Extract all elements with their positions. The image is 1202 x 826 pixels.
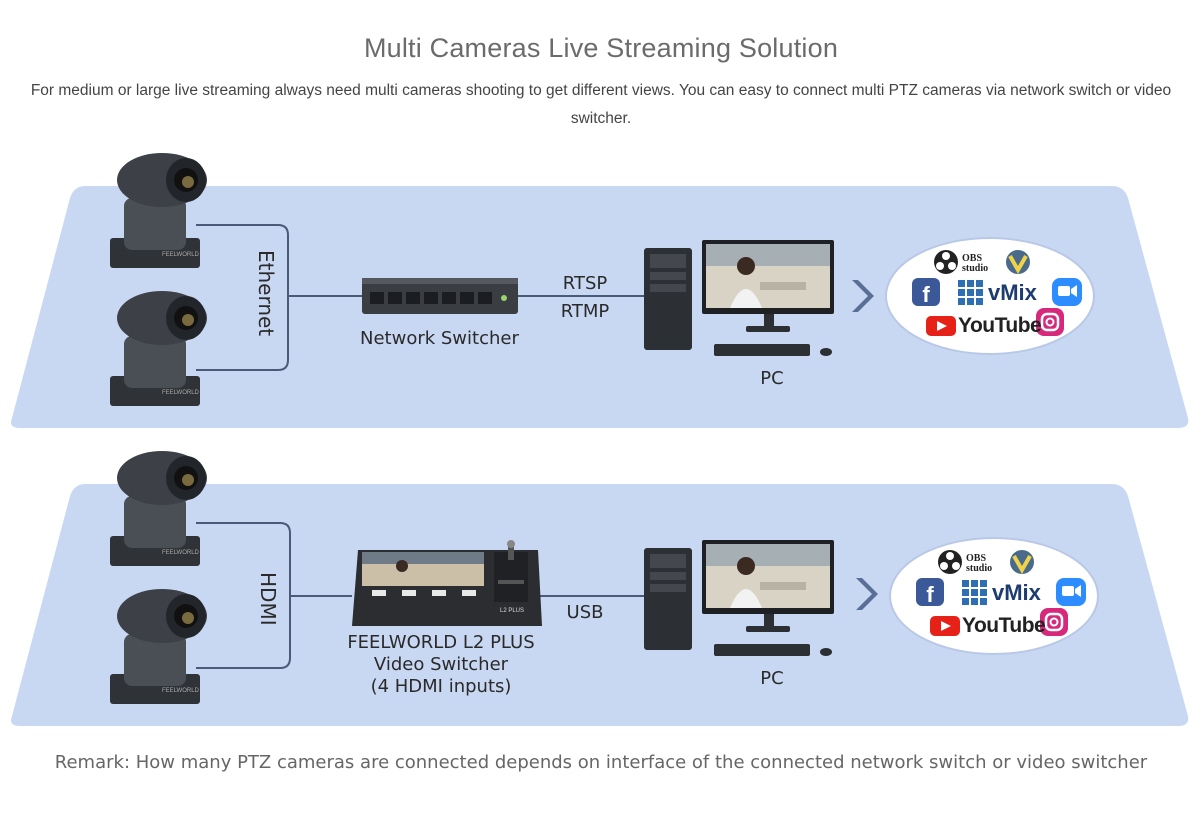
youtube-icon bbox=[930, 616, 960, 636]
instagram-icon bbox=[1040, 608, 1068, 636]
ptz-camera-icon: FEELWORLD bbox=[110, 153, 207, 268]
video-switcher-icon bbox=[352, 540, 542, 626]
pc-tower-icon bbox=[644, 248, 692, 350]
hdmi-label: HDMI bbox=[256, 572, 280, 626]
vmix-icon bbox=[962, 580, 987, 605]
ethernet-label: Ethernet bbox=[254, 250, 278, 337]
arrow-right-icon bbox=[856, 578, 878, 610]
video-switcher-label-line2: Video Switcher bbox=[373, 654, 509, 675]
svg-text:FEELWORLD: FEELWORLD bbox=[162, 688, 200, 694]
video-switcher-label-line1: FEELWORLD L2 PLUS bbox=[347, 632, 535, 653]
obs-text: OBS studio bbox=[966, 554, 992, 574]
monitor-icon bbox=[702, 240, 834, 356]
page-subtitle: For medium or large live streaming alway… bbox=[30, 82, 1172, 127]
wirecast-icon bbox=[1006, 250, 1030, 275]
rtsp-label: RTSP bbox=[562, 273, 608, 294]
pc-label: PC bbox=[760, 368, 784, 389]
svg-text:f: f bbox=[926, 582, 934, 607]
vmix-text: vMix bbox=[988, 280, 1037, 305]
obs-text: OBS studio bbox=[962, 254, 988, 274]
instagram-icon bbox=[1036, 308, 1064, 336]
zoom-icon bbox=[1052, 278, 1082, 306]
ethernet-diagram-graphics: FEELWORLD FEELWORLD bbox=[11, 153, 1189, 428]
obs-text-line1: OBS bbox=[962, 253, 983, 264]
svg-text:f: f bbox=[922, 282, 930, 307]
svg-text:FEELWORLD: FEELWORLD bbox=[162, 390, 200, 396]
monitor-icon bbox=[702, 540, 834, 656]
obs-icon bbox=[934, 250, 958, 274]
network-switch-label: Network Switcher bbox=[360, 328, 519, 349]
rtmp-label: RTMP bbox=[560, 301, 610, 322]
svg-text:FEELWORLD: FEELWORLD bbox=[162, 252, 200, 258]
footer-remark: Remark: How many PTZ cameras are connect… bbox=[54, 752, 1148, 773]
obs-text-line1: OBS bbox=[966, 553, 987, 564]
obs-text-line2: studio bbox=[962, 263, 989, 274]
ptz-camera-icon: FEELWORLD bbox=[110, 589, 207, 704]
ptz-camera-icon: FEELWORLD bbox=[110, 291, 207, 406]
obs-icon bbox=[938, 550, 962, 574]
facebook-icon: f bbox=[912, 278, 940, 307]
hdmi-diagram-graphics: FEELWORLD FEELWORLD L2 PLUS bbox=[11, 451, 1189, 726]
wirecast-icon bbox=[1010, 550, 1034, 575]
video-switcher-label-line3: (4 HDMI inputs) bbox=[370, 676, 512, 697]
pc-label: PC bbox=[760, 668, 784, 689]
page-title: Multi Cameras Live Streaming Solution bbox=[363, 33, 839, 63]
video-switcher-label: FEELWORLD L2 PLUS Video Switcher (4 HDMI… bbox=[330, 632, 552, 698]
arrow-right-icon bbox=[852, 280, 874, 312]
usb-label: USB bbox=[566, 602, 604, 623]
ethernet-diagram-panel: FEELWORLD FEELWORLD bbox=[0, 150, 1202, 428]
youtube-text: YouTube bbox=[962, 614, 1046, 637]
hdmi-diagram-panel: FEELWORLD FEELWORLD L2 PLUS bbox=[0, 448, 1202, 726]
vmix-text: vMix bbox=[992, 580, 1041, 605]
facebook-icon: f bbox=[916, 578, 944, 607]
youtube-icon bbox=[926, 316, 956, 336]
device-marking: L2 PLUS bbox=[500, 608, 524, 614]
youtube-text: YouTube bbox=[958, 314, 1042, 337]
ptz-camera-icon: FEELWORLD bbox=[110, 451, 207, 566]
zoom-icon bbox=[1056, 578, 1086, 606]
vmix-icon bbox=[958, 280, 983, 305]
svg-text:FEELWORLD: FEELWORLD bbox=[162, 550, 200, 556]
pc-tower-icon bbox=[644, 548, 692, 650]
obs-text-line2: studio bbox=[966, 563, 993, 574]
network-switch-icon bbox=[362, 278, 518, 314]
